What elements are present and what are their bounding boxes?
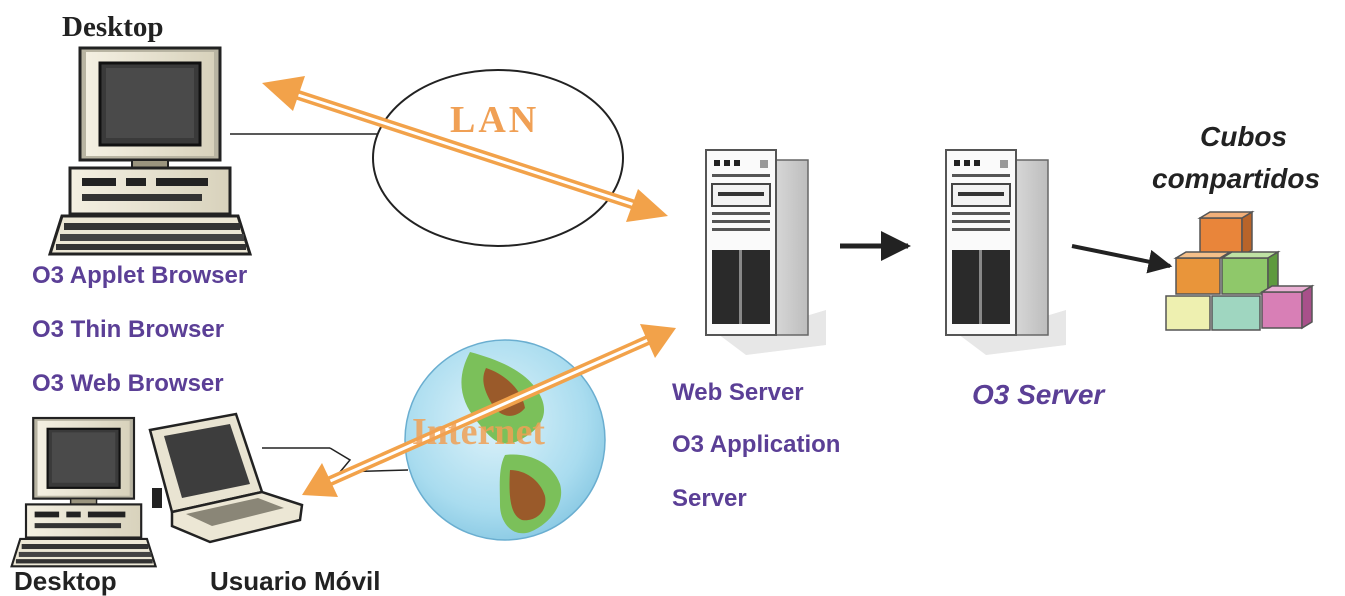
laptop-icon [148, 412, 304, 544]
lan-ellipse [372, 69, 624, 247]
desktop-computer-icon-bottom [10, 416, 157, 568]
client-item-web: O3 Web Browser [32, 370, 224, 397]
o3-server-label: O3 Server [972, 379, 1106, 410]
globe-icon [404, 339, 606, 541]
desktop-top-label: Desktop [62, 11, 164, 43]
internet-label: Internet [412, 411, 545, 453]
desktop-computer-icon [48, 46, 252, 256]
shared-cubes-label-line1: Cubos [1200, 121, 1287, 152]
client-item-thin: O3 Thin Browser [32, 316, 224, 343]
web-server-label-line1: Web Server [672, 379, 804, 406]
cube-stack-icon [1165, 210, 1315, 331]
shared-cubes-label-line2: compartidos [1152, 163, 1320, 194]
laptop-zigzag-line [329, 447, 409, 473]
client-item-applet: O3 Applet Browser [32, 262, 247, 289]
mobile-user-label: Usuario Móvil [210, 566, 380, 596]
web-server-tower-icon [705, 149, 827, 356]
lan-label: LAN [450, 99, 539, 141]
o3-server-tower-icon [945, 149, 1067, 356]
internet-double-arrow [302, 324, 676, 497]
web-server-label-line3: Server [672, 485, 747, 512]
desktop-bottom-label: Desktop [14, 566, 117, 596]
o3-to-cubes-arrow [1071, 244, 1173, 274]
web-server-label-line2: O3 Application [672, 431, 840, 458]
lan-double-arrow [262, 76, 668, 222]
